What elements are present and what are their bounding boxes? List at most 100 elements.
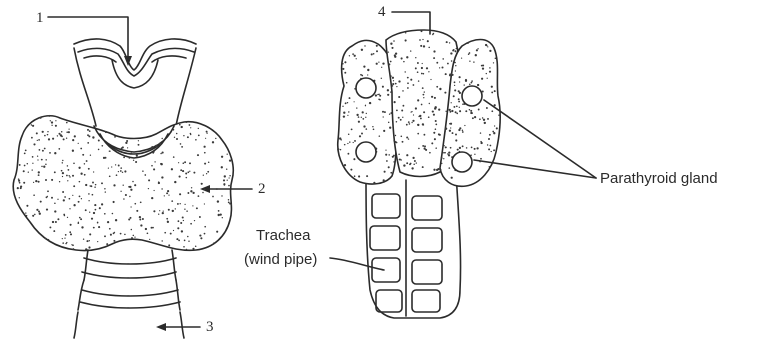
stipple-dot	[72, 195, 73, 196]
stipple-dot	[429, 103, 430, 104]
parathyroid-upper-left	[356, 78, 376, 98]
stipple-dot	[446, 41, 448, 43]
stipple-dot	[423, 97, 424, 98]
stipple-dot	[218, 210, 220, 212]
stipple-dot	[455, 111, 457, 113]
stipple-dot	[204, 233, 206, 235]
stipple-dot	[174, 137, 175, 138]
stipple-dot	[367, 74, 368, 75]
stipple-dot	[67, 169, 69, 171]
stipple-dot	[80, 173, 82, 175]
stipple-dot	[62, 191, 64, 193]
stipple-dot	[407, 77, 409, 79]
stipple-dot	[168, 209, 170, 211]
stipple-dot	[373, 53, 375, 55]
stipple-dot	[114, 149, 116, 151]
stipple-dot	[204, 189, 206, 191]
stipple-dot	[54, 171, 56, 173]
parathyroid-lower-right	[452, 152, 472, 172]
stipple-dot	[161, 240, 162, 241]
stipple-dot	[411, 111, 412, 112]
stipple-dot	[454, 85, 455, 86]
stipple-dot	[470, 112, 472, 114]
stipple-dot	[182, 162, 184, 164]
stipple-dot	[479, 161, 481, 163]
stipple-dot	[347, 102, 348, 103]
stipple-dot	[451, 60, 453, 62]
stipple-dot	[381, 67, 382, 68]
stipple-dot	[220, 213, 222, 215]
stipple-dot	[191, 187, 192, 188]
stipple-dot	[344, 164, 346, 166]
stipple-dot	[449, 130, 451, 132]
stipple-dot	[140, 224, 142, 226]
stipple-dot	[207, 171, 209, 173]
stipple-dot	[204, 203, 205, 204]
stipple-dot	[109, 228, 111, 230]
stipple-dot	[33, 182, 34, 183]
parathyroid-leader-lower	[474, 160, 596, 178]
stipple-dot	[491, 91, 493, 93]
stipple-dot	[173, 230, 174, 231]
stipple-dot	[187, 136, 189, 138]
stipple-dot	[130, 217, 132, 219]
stipple-dot	[399, 159, 401, 161]
stipple-dot	[428, 71, 429, 72]
stipple-dot	[206, 133, 207, 134]
stipple-dot	[25, 150, 27, 152]
stipple-dot	[438, 109, 440, 111]
stipple-dot	[57, 135, 58, 136]
stipple-dot	[228, 202, 230, 204]
stipple-dot	[36, 209, 38, 211]
stipple-dot	[80, 148, 82, 150]
stipple-dot	[135, 161, 137, 163]
stipple-dot	[120, 191, 121, 192]
stipple-dot	[393, 155, 395, 157]
stipple-dot	[402, 90, 404, 92]
stipple-dot	[41, 159, 43, 161]
stipple-dot	[104, 213, 106, 215]
stipple-dot	[136, 210, 138, 212]
stipple-dot	[149, 239, 150, 240]
stipple-dot	[90, 185, 92, 187]
stipple-dot	[480, 141, 481, 142]
stipple-dot	[363, 65, 365, 67]
stipple-dot	[48, 115, 50, 117]
stipple-dot	[168, 194, 169, 195]
stipple-dot	[226, 168, 227, 169]
stipple-dot	[57, 218, 59, 220]
stipple-dot	[420, 117, 422, 119]
stipple-dot	[470, 110, 472, 112]
stipple-dot	[469, 84, 471, 86]
stipple-dot	[78, 222, 80, 224]
stipple-dot	[203, 175, 204, 176]
stipple-dot	[124, 234, 126, 236]
stipple-dot	[86, 160, 88, 162]
stipple-dot	[488, 138, 490, 140]
stipple-dot	[363, 125, 365, 127]
stipple-dot	[365, 105, 366, 106]
stipple-dot	[134, 236, 135, 237]
stipple-dot	[413, 114, 414, 115]
stipple-dot	[449, 42, 450, 43]
stipple-dot	[377, 94, 378, 95]
stipple-dot	[354, 55, 356, 57]
stipple-dot	[454, 50, 456, 52]
stipple-dot	[482, 64, 484, 66]
stipple-dot	[358, 175, 360, 177]
stipple-dot	[418, 80, 419, 81]
stipple-dot	[361, 117, 362, 118]
stipple-dot	[164, 232, 166, 234]
stipple-dot	[69, 175, 70, 176]
stipple-dot	[186, 177, 187, 178]
stipple-dot	[421, 67, 423, 69]
stipple-dot	[51, 179, 53, 181]
arrowhead-3	[156, 323, 166, 331]
stipple-dot	[176, 133, 178, 135]
stipple-dot	[131, 229, 133, 231]
stipple-dot	[121, 147, 123, 149]
stipple-dot	[182, 170, 184, 172]
stipple-dot	[417, 99, 419, 101]
stipple-dot	[436, 169, 438, 171]
stipple-dot	[459, 76, 461, 78]
